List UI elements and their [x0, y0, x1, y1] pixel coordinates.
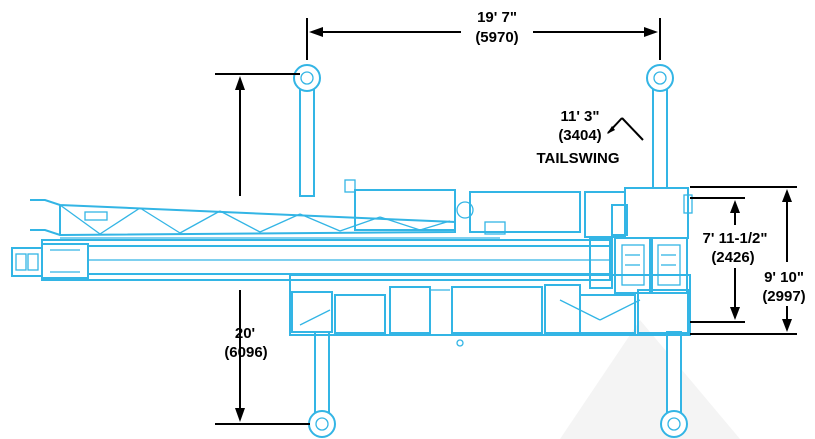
outrigger-length-imperial: 19' 7" [477, 9, 517, 26]
carrier-overall-metric: (2997) [762, 288, 805, 305]
carrier-inner-imperial: 7' 11-1/2" [703, 230, 768, 247]
main-boom [11, 237, 611, 281]
carrier-inner-metric: (2426) [711, 249, 754, 266]
tailswing-metric: (3404) [558, 127, 601, 144]
engine-blocks [589, 237, 688, 294]
outrigger-length-metric: (5970) [475, 29, 518, 46]
dimension-outrigger-width: 20' (6096) [215, 73, 310, 425]
outrigger-width-imperial: 20' [235, 325, 255, 342]
outrigger-top-left [293, 64, 321, 197]
watermark-shape [560, 320, 740, 439]
outrigger-width-metric: (6096) [224, 344, 267, 361]
superstructure [344, 179, 693, 239]
outrigger-top-right [646, 64, 674, 189]
carrier-overall-imperial: 9' 10" [764, 269, 804, 286]
dimension-carrier-inner: 7' 11-1/2" (2426) [690, 197, 768, 323]
lattice-jib [30, 199, 456, 237]
outrigger-bottom-left [308, 331, 336, 438]
tailswing-imperial: 11' 3" [560, 108, 599, 125]
crane-outline [11, 64, 693, 438]
tailswing-label: TAILSWING [536, 150, 619, 167]
dimension-outrigger-length: 19' 7" (5970) [306, 9, 661, 60]
dimension-carrier-overall: 9' 10" (2997) [690, 186, 806, 335]
dimension-tailswing: 11' 3" (3404) TAILSWING [536, 108, 644, 167]
